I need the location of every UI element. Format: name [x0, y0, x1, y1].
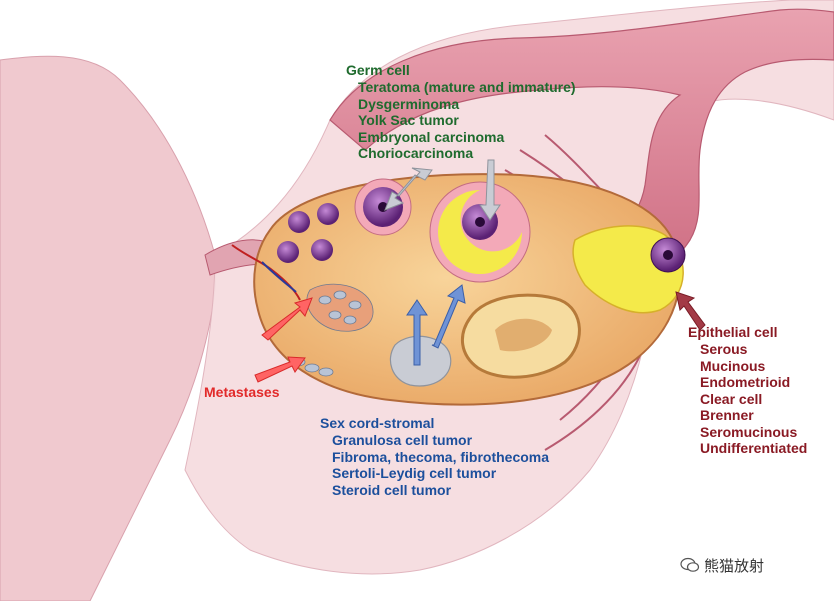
germ-cell-item: Dysgerminoma	[358, 95, 460, 112]
fallopian-tube	[329, 8, 834, 271]
epithelial-item: Seromucinous	[700, 423, 798, 440]
germ-cell-heading: Germ cell	[346, 62, 410, 78]
epithelial-item: Mucinous	[700, 357, 766, 374]
epithelial-item: Serous	[700, 341, 748, 357]
sex-cord-arrows	[406, 284, 466, 366]
sex-cord-item: Steroid cell tumor	[332, 481, 452, 498]
sex-cord-group: Sex cord-stromal Granulosa cell tumor Fi…	[320, 415, 549, 498]
blood-vessel-blue	[261, 261, 297, 293]
sex-cord-item: Fibroma, thecoma, fibrothecoma	[332, 448, 550, 465]
sex-cord-heading: Sex cord-stromal	[320, 415, 435, 431]
germ-cell-arrows	[384, 159, 501, 221]
stromal-mass	[389, 335, 452, 387]
sex-cord-item: Granulosa cell tumor	[332, 432, 473, 448]
epithelial-group: Epithelial cell Serous Mucinous Endometr…	[688, 324, 807, 457]
germ-cell-group: Germ cell Teratoma (mature and immature)…	[346, 62, 576, 162]
epithelial-item: Brenner	[700, 407, 754, 423]
germ-cell-item: Embryonal carcinoma	[358, 128, 505, 145]
germ-cell-item: Teratoma (mature and immature)	[358, 79, 576, 95]
germ-cell-item: Choriocarcinoma	[358, 145, 474, 161]
watermark-text: 熊猫放射	[704, 558, 765, 575]
epithelial-item: Undifferentiated	[700, 440, 808, 456]
germ-cell-item: Yolk Sac tumor	[358, 112, 459, 128]
epithelial-item: Clear cell	[700, 390, 763, 407]
metastases-arrows	[254, 297, 313, 383]
epithelial-item: Endometrioid	[700, 374, 791, 390]
epithelial-arrow	[675, 291, 706, 331]
metastases-label: Metastases	[204, 384, 280, 400]
wechat-icon	[680, 557, 700, 572]
uterus-body	[0, 55, 217, 601]
sex-cord-item: Sertoli-Leydig cell tumor	[332, 465, 497, 481]
primordial-cells	[277, 203, 339, 263]
epithelial-heading: Epithelial cell	[688, 324, 778, 340]
